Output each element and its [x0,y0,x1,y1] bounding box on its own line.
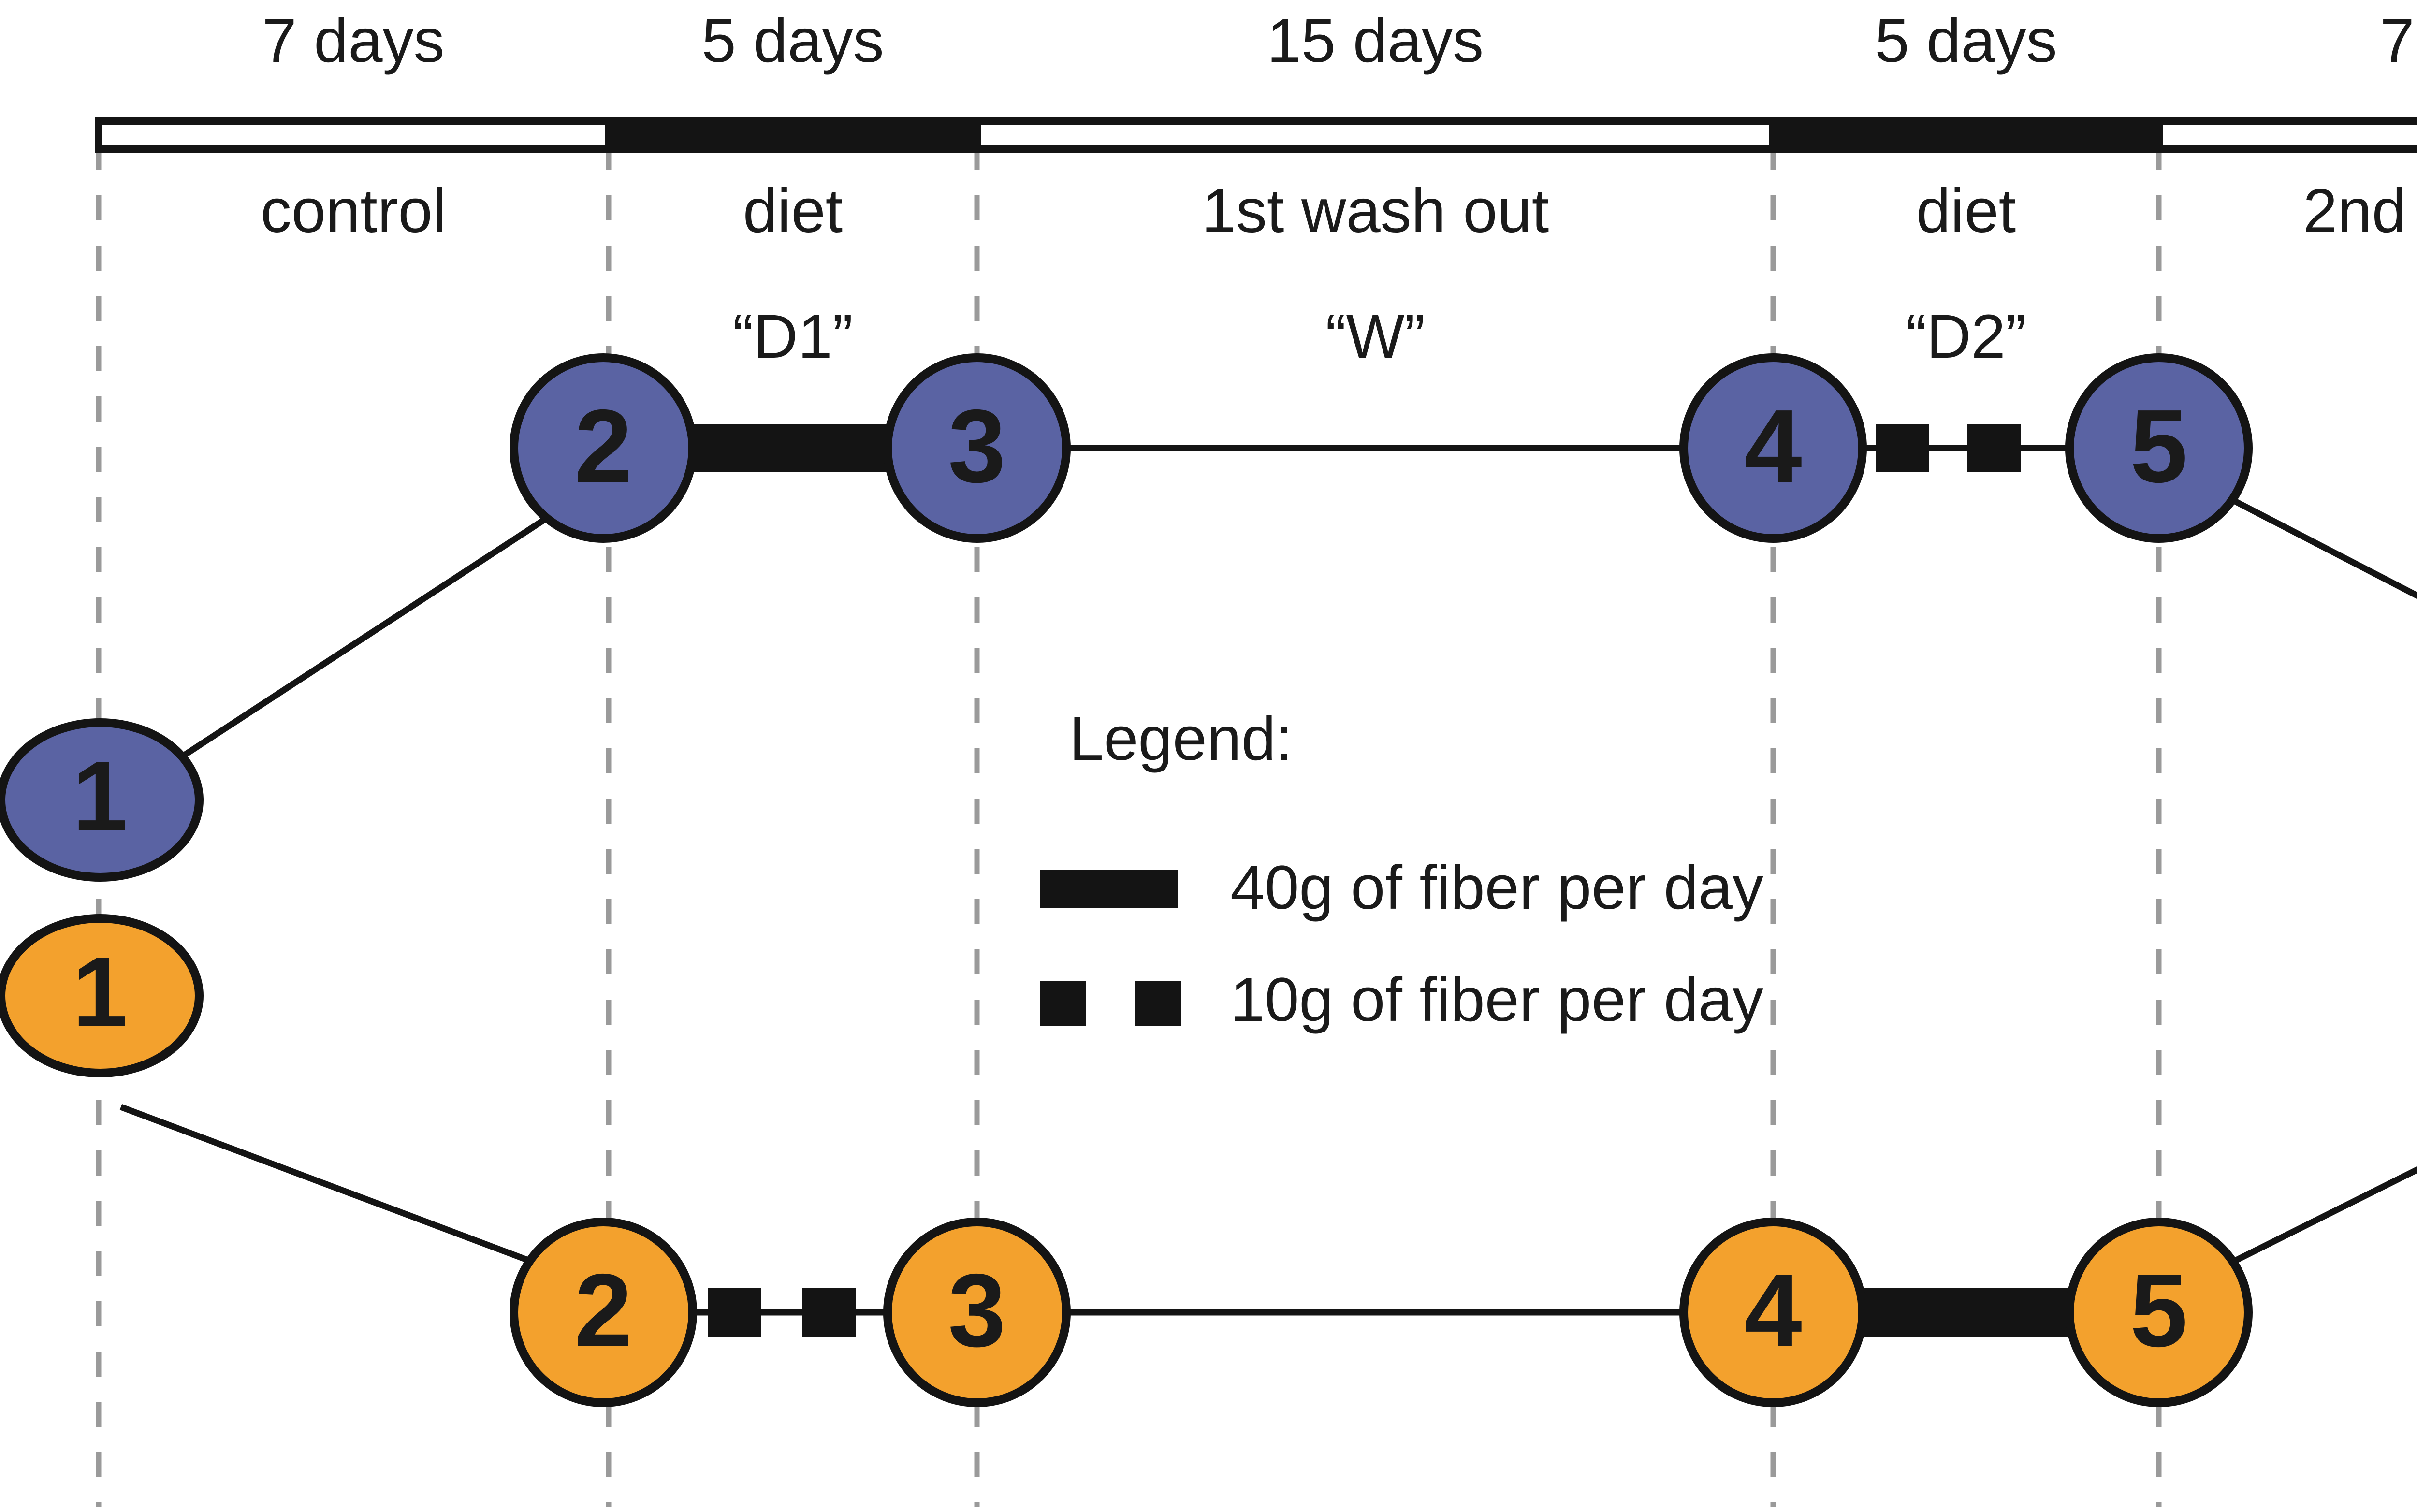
timeline-segment-diet-2 [1769,117,2163,153]
arm-orange-nodes: 1 2 3 4 5 6 [0,914,2253,1407]
arm-orange-links [119,1104,2417,1337]
node-orange-5[interactable]: 5 [2065,1218,2253,1407]
link-blue-4-5-dash-1 [1876,424,1929,472]
phase-name-2: 1st wash out [1202,176,1549,246]
node-orange-3-shape[interactable] [883,1218,1071,1407]
arm-blue-nodes: 1 2 3 4 5 6 [0,353,2253,882]
legend-label-10g: 10g of fiber per day [1230,965,1763,1034]
link-orange-4-5-thick-bar [1832,1288,2096,1337]
node-orange-1-shape[interactable] [0,914,204,1077]
node-orange-5-label: 5 [2130,1252,2188,1368]
node-blue-5-label: 5 [2130,388,2188,504]
legend-title: Legend: [1069,704,1293,773]
node-orange-2-label: 2 [574,1252,632,1368]
node-blue-4-shape[interactable] [1679,353,1867,543]
phase-name-labels: control diet 1st wash out diet 2nd wash … [261,176,2417,246]
node-orange-3-label: 3 [948,1252,1006,1368]
node-orange-5-shape[interactable] [2065,1218,2253,1407]
node-orange-1-label: 1 [73,937,128,1047]
node-blue-4[interactable]: 4 [1679,353,1867,543]
phase-code-diet-1: “D1” [733,302,853,371]
node-orange-3[interactable]: 3 [883,1218,1071,1407]
link-orange-1-2 [119,1104,572,1279]
duration-label-2: 15 days [1267,6,1484,75]
legend-label-40g: 40g of fiber per day [1230,853,1763,922]
timeline-segment-control [95,117,612,153]
legend-entry-40g: 40g of fiber per day [1040,853,1763,922]
node-blue-2-label: 2 [574,388,632,504]
arm-blue-links [117,424,2417,800]
link-orange-2-3-dash-1 [708,1288,761,1337]
node-orange-2[interactable]: 2 [510,1218,697,1407]
link-blue-2-3-thick-bar [657,424,926,472]
node-blue-1-shape[interactable] [0,718,204,882]
duration-labels: 7 days 5 days 15 days 5 days 7 days [262,6,2417,75]
legend-swatch-dashed-dot-2 [1135,981,1181,1026]
node-orange-2-shape[interactable] [510,1218,697,1407]
timeline-bar [95,117,2417,153]
legend: Legend: 40g of fiber per day 10g of fibe… [1040,704,1763,1034]
phase-name-0: control [261,176,446,246]
node-blue-2-shape[interactable] [510,353,697,543]
node-blue-1-label: 1 [73,741,128,852]
legend-entry-10g: 10g of fiber per day [1040,965,1763,1034]
node-blue-4-label: 4 [1744,388,1802,504]
node-blue-5[interactable]: 5 [2065,353,2253,543]
node-blue-3-shape[interactable] [883,353,1071,543]
timeline-segment-diet-1 [605,117,981,153]
node-blue-5-shape[interactable] [2065,353,2253,543]
phase-code-washout: “W” [1325,302,1425,371]
node-blue-1[interactable]: 1 [0,718,204,882]
phase-name-3: diet [1916,176,2016,246]
duration-label-3: 5 days [1875,6,2057,75]
link-blue-4-5-dashed-bar [1847,424,2088,472]
node-blue-3-label: 3 [948,388,1006,504]
node-orange-4[interactable]: 4 [1679,1218,1867,1407]
node-orange-1[interactable]: 1 [0,914,204,1077]
phase-name-1: diet [743,176,843,246]
duration-label-1: 5 days [701,6,884,75]
node-blue-3[interactable]: 3 [883,353,1071,543]
timeline-segment-washout-1 [973,117,1777,153]
phase-code-diet-2: “D2” [1906,302,2026,371]
timeline-segment-washout-2 [2155,117,2417,153]
link-blue-1-2 [117,489,589,800]
node-orange-4-shape[interactable] [1679,1218,1867,1407]
phase-name-4: 2nd wash out [2303,176,2417,246]
link-blue-5-6 [2227,495,2417,599]
link-blue-4-5-dash-2 [1967,424,2021,472]
link-orange-2-3-dashed-bar [667,1288,918,1337]
legend-swatch-solid-thick-bar [1040,870,1178,908]
legend-swatch-dashed-dot-1 [1040,981,1086,1026]
duration-label-4: 7 days [2380,6,2417,75]
phase-code-labels: “D1” “W” “D2” [733,302,2026,371]
link-orange-5-6 [2222,1166,2417,1269]
node-orange-4-label: 4 [1744,1252,1802,1368]
link-orange-2-3-dash-2 [802,1288,856,1337]
duration-label-0: 7 days [262,6,444,75]
node-blue-2[interactable]: 2 [510,353,697,543]
